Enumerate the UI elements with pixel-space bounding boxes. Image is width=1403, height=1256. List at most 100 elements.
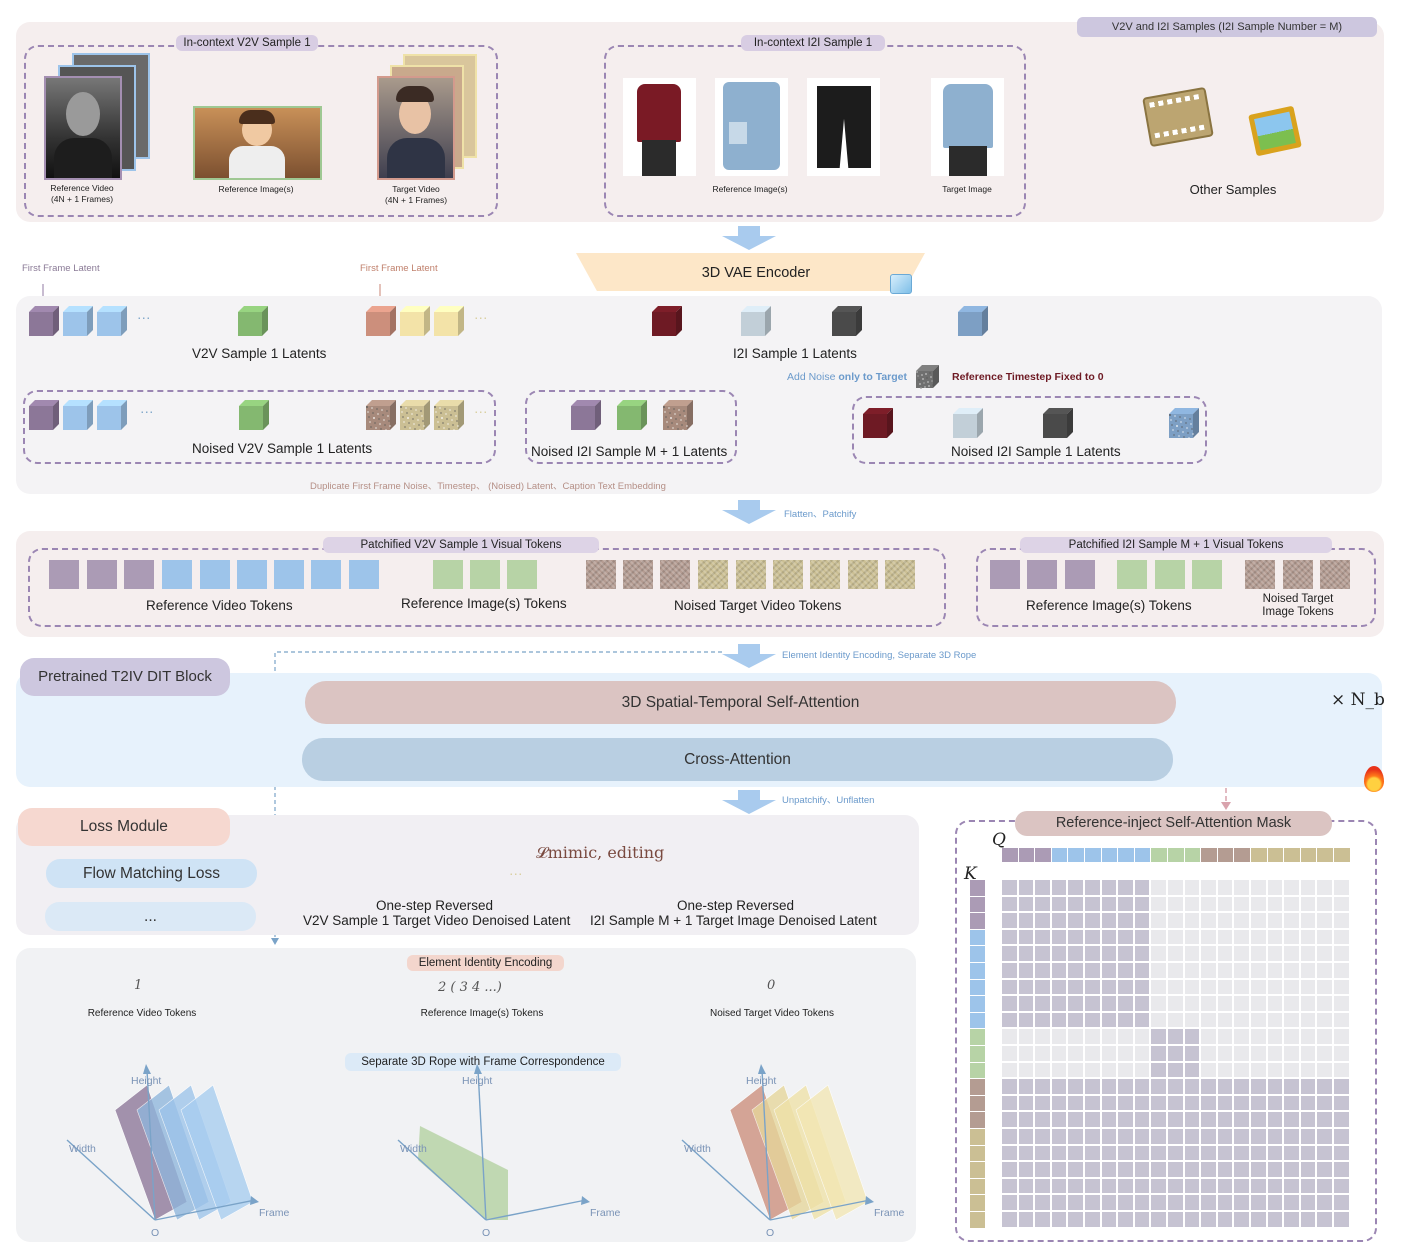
mask-cell (1184, 1178, 1200, 1194)
token-noised-target-yellow (773, 560, 803, 589)
mask-cell (1168, 996, 1183, 1011)
mask-cell (1151, 929, 1166, 945)
cube-noised-target (400, 400, 430, 431)
mask-cell (1101, 1145, 1117, 1161)
cube-ref-video-first (29, 306, 59, 336)
mask-cell (1251, 1212, 1266, 1227)
cube-noised-i2i-target (1169, 408, 1199, 439)
mask-cell (1068, 1195, 1083, 1210)
mask-cell (1267, 1145, 1283, 1161)
element-identity-arrow-label: Element Identity Encoding, Separate 3D R… (782, 650, 977, 661)
mask-cell (1234, 1162, 1249, 1177)
cube-ref-video (63, 306, 93, 336)
mask-cell (1134, 1046, 1150, 1061)
reference-images-label: Reference Image(s) (218, 184, 294, 194)
mask-cell (1267, 1095, 1283, 1111)
mask-q-token (1051, 848, 1068, 862)
mask-cell (1317, 896, 1332, 912)
mask-cell (1217, 1029, 1233, 1044)
mask-cell (1018, 1095, 1034, 1111)
mask-title: Reference-inject Self-Attention Mask (1015, 811, 1332, 836)
id-ref-images: 2 ( 3 4 ...) (438, 980, 502, 995)
first-frame-latent-label-1: First Frame Latent (22, 263, 100, 274)
mask-cell (1002, 1162, 1017, 1177)
mask-q-token (1184, 848, 1201, 862)
mask-cell (1284, 1012, 1299, 1028)
v2v-sample-title: In-context V2V Sample 1 (176, 35, 318, 51)
rope-axis-2-frame-axis (485, 1199, 587, 1221)
mask-cell (1217, 913, 1233, 928)
mask-cell (1184, 946, 1200, 961)
noised-i2i-1-label: Noised I2I Sample 1 Latents (951, 444, 1121, 459)
element-identity-title: Element Identity Encoding (407, 955, 564, 971)
target-video-frame-front (377, 76, 455, 180)
cube-target-first (366, 306, 396, 336)
mask-cell (1085, 913, 1100, 928)
mask-cell (1168, 929, 1183, 945)
token-noised-target-rose (586, 560, 616, 589)
token-ref-image (507, 560, 537, 589)
dit-block-label: Pretrained T2IV DIT Block (20, 658, 230, 696)
mask-cell (1251, 996, 1266, 1011)
mask-cell (1168, 913, 1183, 928)
mask-cell (1002, 1195, 1017, 1210)
mask-cell (1018, 1195, 1034, 1210)
repeat-nb-label: × N_b (1331, 690, 1385, 710)
mask-cell (1002, 1012, 1017, 1028)
noised-i2i-m1-box (525, 390, 737, 464)
mask-cell (1018, 929, 1034, 945)
mask-cell (1002, 1062, 1017, 1078)
ellipsis-1: ··· (137, 310, 151, 325)
i2i-ref-denim-jacket (715, 78, 788, 176)
rope-ref-image-tokens-label: Reference Image(s) Tokens (420, 1008, 544, 1019)
mask-cell (1300, 946, 1316, 961)
mask-cell (1051, 1029, 1067, 1044)
mask-cell (1317, 979, 1332, 995)
rope-axis-1-frame-label: Frame (259, 1207, 289, 1219)
mask-cell (1035, 1195, 1050, 1210)
mask-cell (1018, 880, 1034, 895)
mask-cell (1085, 996, 1100, 1011)
mask-cell (1068, 896, 1083, 912)
mask-cell (1251, 1112, 1266, 1127)
mask-cell (1134, 1129, 1150, 1144)
mask-cell (1251, 1046, 1266, 1061)
mask-cell (1168, 979, 1183, 995)
mask-k-token (970, 1029, 985, 1045)
mask-cell (1085, 979, 1100, 995)
mask-cell (1267, 963, 1283, 978)
mask-cell (1085, 1095, 1100, 1111)
mask-cell (1118, 1129, 1133, 1144)
token-ref-video-purple (49, 560, 79, 589)
mask-cell (1035, 1112, 1050, 1127)
mask-cell (1184, 1062, 1200, 1078)
mask-cell (1234, 1029, 1249, 1044)
mask-k-token (970, 1046, 985, 1062)
mask-k-token (970, 1178, 985, 1195)
mask-cell (1101, 996, 1117, 1011)
mask-cell (1284, 963, 1299, 978)
mask-cell (1267, 1195, 1283, 1210)
mask-cell (1334, 1046, 1349, 1061)
mask-cell (1168, 946, 1183, 961)
rope-ref-video-tokens-label: Reference Video Tokens (87, 1008, 197, 1019)
mask-cell (1300, 913, 1316, 928)
reference-video-frame-front (44, 76, 122, 180)
rope-axis-2-origin-label: O (482, 1227, 490, 1239)
mask-cell (1051, 1112, 1067, 1127)
mask-cell (1284, 1212, 1299, 1227)
token-noised-target-yellow (810, 560, 840, 589)
mask-cell (1251, 1095, 1266, 1111)
mask-cell (1217, 896, 1233, 912)
mask-cell (1184, 1212, 1200, 1227)
mask-cell (1284, 1095, 1299, 1111)
mask-cell (1068, 1079, 1083, 1094)
rope-noised-target-tokens-label: Noised Target Video Tokens (710, 1008, 834, 1019)
rope-axis-2-height-arrow (474, 1064, 482, 1074)
mask-cell (1284, 1079, 1299, 1094)
mask-cell (1168, 1062, 1183, 1078)
mask-cell (1201, 1178, 1216, 1194)
mask-cell (1085, 896, 1100, 912)
mask-cell (1151, 1046, 1166, 1061)
mask-cell (1002, 963, 1017, 978)
